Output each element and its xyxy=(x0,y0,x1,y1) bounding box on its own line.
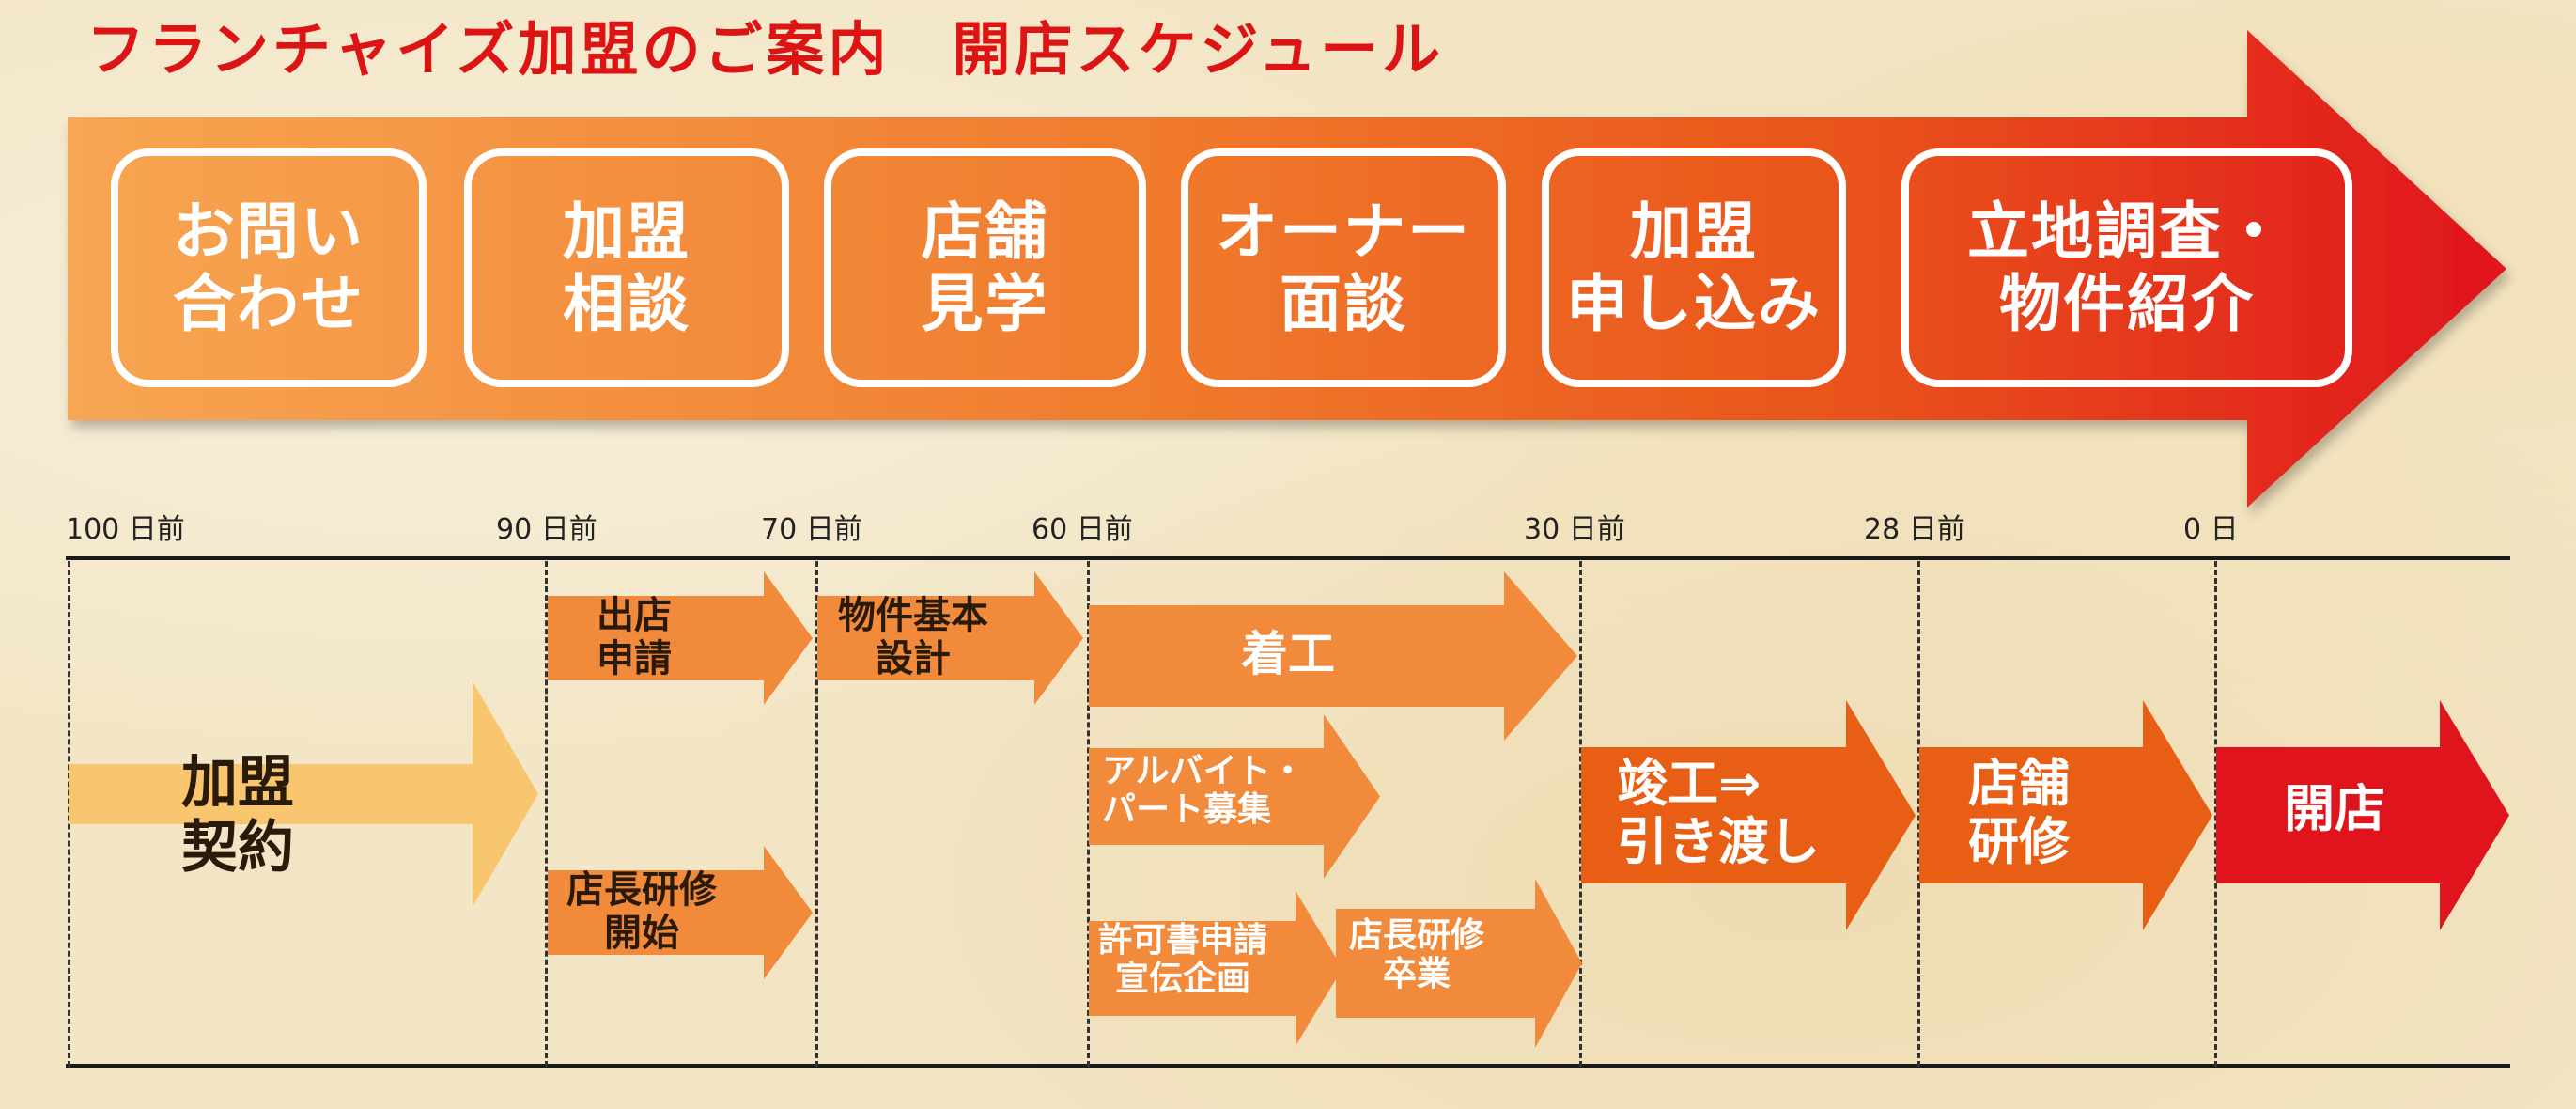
step-site-survey: 立地調査・ 物件紹介 xyxy=(1901,148,2352,387)
task-arrow-shape xyxy=(69,681,538,907)
guide-line-90 xyxy=(545,561,548,1067)
task-arrow-shape xyxy=(548,846,813,979)
step-owner-interview: オーナー 面談 xyxy=(1181,148,1506,387)
guide-line-70 xyxy=(815,561,818,1067)
timeline-top-rule xyxy=(66,556,2510,560)
task-construction-start: 着工 xyxy=(1089,571,1577,741)
task-label: 店長研修 開始 xyxy=(566,868,717,955)
step-application: 加盟 申し込み xyxy=(1542,148,1846,387)
task-arrow-shape xyxy=(1336,879,1582,1048)
task-label: 物件基本 設計 xyxy=(838,594,988,680)
task-arrow-shape xyxy=(1581,700,1916,930)
task-label: 店長研修 卒業 xyxy=(1349,916,1485,994)
step-consultation: 加盟 相談 xyxy=(464,148,789,387)
task-label: アルバイト・ パート募集 xyxy=(1102,752,1305,830)
task-arrow-shape xyxy=(1089,891,1342,1046)
task-label: 加盟 契約 xyxy=(181,750,294,881)
task-franchise-contract: 加盟 契約 xyxy=(69,681,538,907)
day-label-60: 60 日前 xyxy=(1032,513,1133,546)
day-label-0: 0 日 xyxy=(2183,513,2239,546)
task-staff-recruitment: アルバイト・ パート募集 xyxy=(1089,714,1380,879)
task-arrow-shape xyxy=(817,571,1083,705)
task-label: 出店 申請 xyxy=(597,594,672,680)
task-basic-design: 物件基本 設計 xyxy=(817,571,1083,705)
step-inquiry: お問い 合わせ xyxy=(111,148,427,387)
guide-line-28 xyxy=(1917,561,1920,1067)
day-label-70: 70 日前 xyxy=(761,513,862,546)
task-arrow-shape xyxy=(1089,571,1577,741)
page-title: フランチャイズ加盟のご案内 開店スケジュール xyxy=(86,15,1445,84)
day-label-100: 100 日前 xyxy=(66,513,185,546)
task-arrow-shape xyxy=(548,571,813,705)
task-permit-promotion: 許可書申請 宣伝企画 xyxy=(1089,891,1342,1046)
task-arrow-shape xyxy=(1089,714,1380,879)
task-store-application: 出店 申請 xyxy=(548,571,813,705)
task-store-opening: 開店 xyxy=(2216,700,2509,930)
task-label: 許可書申請 宣伝企画 xyxy=(1098,921,1268,999)
task-arrow-shape xyxy=(2216,700,2509,930)
task-completion-handover: 竣工⇒ 引き渡し xyxy=(1581,700,1916,930)
task-label: 着工 xyxy=(1241,627,1335,681)
task-label: 竣工⇒ 引き渡し xyxy=(1617,754,1820,872)
task-manager-training-graduation: 店長研修 卒業 xyxy=(1336,879,1582,1048)
guide-line-60 xyxy=(1087,561,1090,1067)
task-store-training: 店舗 研修 xyxy=(1919,700,2212,930)
day-label-90: 90 日前 xyxy=(496,513,597,546)
day-label-30: 30 日前 xyxy=(1524,513,1625,546)
task-arrow-shape xyxy=(1919,700,2212,930)
guide-line-0 xyxy=(2214,561,2217,1067)
timeline-bottom-rule xyxy=(66,1064,2510,1068)
step-store-tour: 店舗 見学 xyxy=(824,148,1146,387)
day-label-28: 28 日前 xyxy=(1864,513,1965,546)
guide-line-30 xyxy=(1579,561,1582,1067)
task-label: 開店 xyxy=(2284,779,2385,838)
task-manager-training-start: 店長研修 開始 xyxy=(548,846,813,979)
task-label: 店舗 研修 xyxy=(1968,754,2070,872)
